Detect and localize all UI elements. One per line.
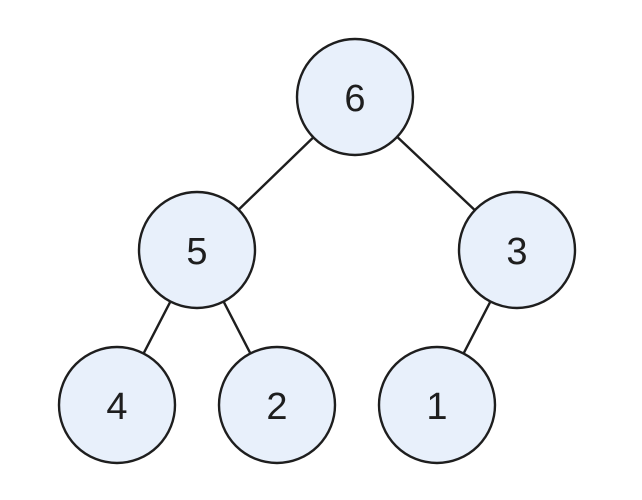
- node-circle: [57, 345, 177, 465]
- node-circle: [217, 345, 337, 465]
- node-circle: [457, 190, 577, 310]
- edge-n6-n3: [395, 135, 477, 212]
- tree-node-1: 1: [377, 345, 497, 465]
- tree-node-4: 4: [57, 345, 177, 465]
- node-label: 1: [426, 386, 447, 428]
- node-circle: [137, 190, 257, 310]
- node-circle: [377, 345, 497, 465]
- edge-n5-n2: [222, 300, 252, 355]
- tree-edges: [142, 135, 492, 355]
- tree-nodes: 6 5 3 4 2 1: [57, 37, 577, 465]
- tree-node-3: 3: [457, 190, 577, 310]
- node-circle: [295, 37, 415, 157]
- tree-node-6: 6: [295, 37, 415, 157]
- node-label: 4: [106, 386, 127, 428]
- node-label: 5: [186, 231, 207, 273]
- node-label: 3: [506, 231, 527, 273]
- node-label: 6: [344, 78, 365, 120]
- edge-n6-n5: [237, 136, 315, 211]
- edge-n5-n4: [142, 300, 172, 355]
- edge-n3-n1: [462, 300, 492, 355]
- tree-node-5: 5: [137, 190, 257, 310]
- node-label: 2: [266, 386, 287, 428]
- tree-node-2: 2: [217, 345, 337, 465]
